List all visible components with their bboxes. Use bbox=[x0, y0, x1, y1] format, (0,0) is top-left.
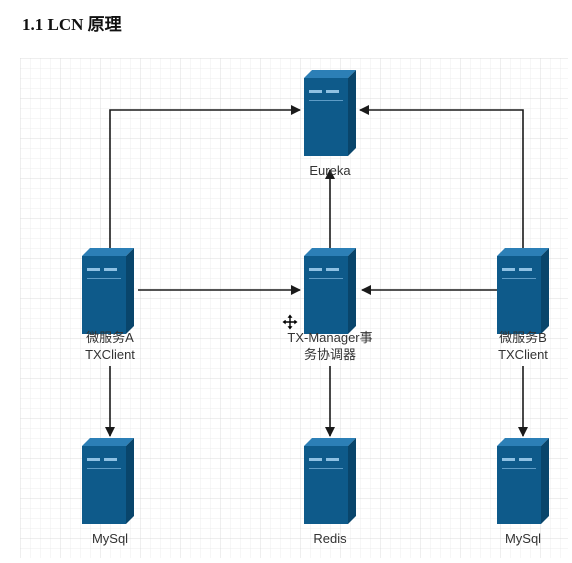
diagram-svg: Eureka 微服务A TXClient TX-Manager事 务协调器 微服… bbox=[20, 58, 568, 558]
eureka-server-icon bbox=[304, 70, 356, 156]
redis-label: Redis bbox=[313, 531, 347, 546]
service-b-label-line1: 微服务B bbox=[499, 330, 547, 345]
redis-server-icon bbox=[304, 438, 356, 524]
mysql-a-label: MySql bbox=[92, 531, 128, 546]
service-a-server-icon bbox=[82, 248, 134, 334]
service-a-label-line1: 微服务A bbox=[86, 330, 134, 345]
architecture-diagram: Eureka 微服务A TXClient TX-Manager事 务协调器 微服… bbox=[20, 58, 568, 558]
mysql-a-server-icon bbox=[82, 438, 134, 524]
tx-manager-server-icon bbox=[304, 248, 356, 334]
eureka-label: Eureka bbox=[309, 163, 351, 178]
tx-manager-label-line1: TX-Manager事 bbox=[287, 330, 372, 345]
service-b-label-line2: TXClient bbox=[498, 347, 548, 362]
tx-manager-label-line2: 务协调器 bbox=[304, 347, 356, 362]
connectors bbox=[105, 105, 528, 437]
mysql-b-label: MySql bbox=[505, 531, 541, 546]
service-b-server-icon bbox=[497, 248, 549, 334]
arrow-service-b-to-eureka bbox=[359, 105, 524, 248]
arrow-service-a-to-eureka bbox=[109, 105, 301, 248]
move-cursor-icon bbox=[281, 313, 299, 331]
service-a-label-line2: TXClient bbox=[85, 347, 135, 362]
page-title: 1.1 LCN 原理 bbox=[22, 15, 122, 34]
mysql-b-server-icon bbox=[497, 438, 549, 524]
